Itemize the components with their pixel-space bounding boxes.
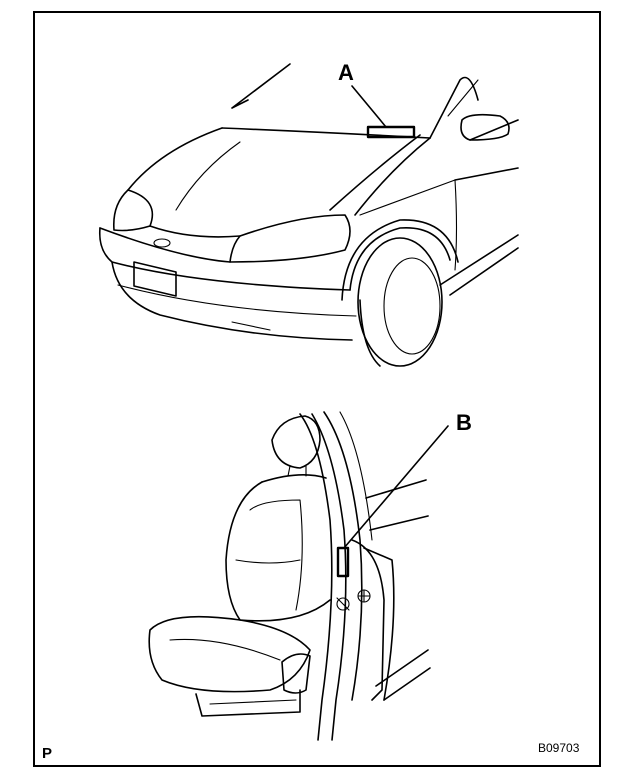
label-a-sticker (366, 125, 416, 139)
car-illustration (98, 63, 519, 367)
label-b: B (456, 410, 472, 435)
label-b-leader (343, 425, 449, 549)
label-a-leader (351, 85, 387, 128)
label-a: A (338, 60, 354, 85)
border (33, 11, 601, 767)
seat-illustration (148, 411, 449, 741)
corner-mark: P (42, 745, 52, 762)
label-b-sticker (336, 546, 350, 578)
figure-code: B09703 (538, 741, 580, 755)
